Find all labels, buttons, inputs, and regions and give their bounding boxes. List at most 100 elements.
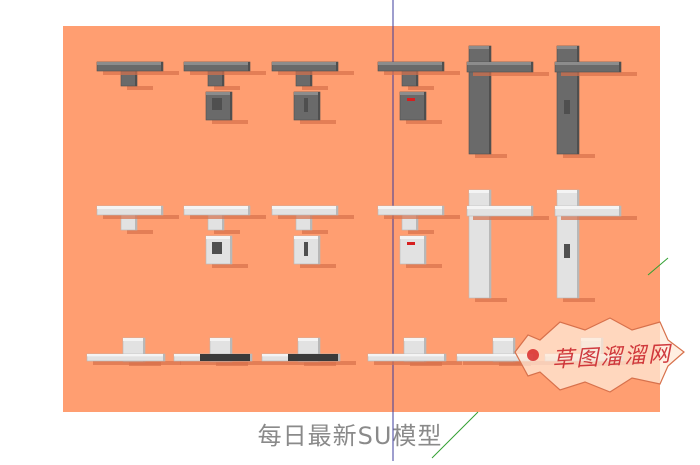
silver-handles-1-lever-shadow [103, 215, 179, 219]
stamp-badge-icon [514, 317, 685, 393]
silver-handles-6-keyhole [564, 244, 570, 258]
dark-handles-4-lever-edge [442, 62, 444, 71]
green-axis [431, 411, 479, 459]
hardware-models [86, 45, 639, 366]
flat-pulls-5-handle-top [457, 354, 535, 357]
silver-handles-2-lever-top [184, 206, 250, 209]
flat-pulls-3-grip [288, 354, 338, 361]
silver-handles-3-plate-shadow [300, 264, 336, 268]
silver-handles-4-lever-shadow [384, 215, 460, 219]
dark-handles-2-plate-shadow [212, 120, 248, 124]
silver-handles-6-lever-top [555, 206, 621, 209]
flat-pulls-4-rose-top [404, 338, 426, 341]
dark-handles-3-lever-top [272, 62, 338, 65]
watermark-badge [514, 317, 685, 393]
dark-handles-5-backplate-top [469, 46, 491, 49]
dark-handles-2-lever-top [184, 62, 250, 65]
dark-handles-4-plate-edge [424, 92, 426, 120]
dark-handles-4-plate-top [400, 92, 426, 95]
caption-text: 每日最新SU模型 [257, 422, 443, 450]
silver-handles-4-indicator [407, 242, 415, 245]
dark-handles-6-lever-edge [619, 62, 621, 72]
dark-handles-2-lever-shadow [190, 71, 266, 75]
silver-handles-2-plate-top [206, 236, 232, 239]
dark-handles-4-indicator [407, 98, 415, 101]
silver-handles-4-plate-shadow [406, 264, 442, 268]
dark-handles-4-rose-shadow [408, 86, 434, 90]
flat-pulls-1-handle-edge [163, 354, 165, 361]
flat-pulls-4-rose-edge [424, 338, 426, 362]
flat-pulls-3-handle-shadow [268, 361, 356, 365]
dark-handles-4-plate-shadow [406, 120, 442, 124]
dark-handles-2-key-cylinder [212, 98, 222, 110]
silver-handles-3-lever-top [272, 206, 338, 209]
flat-pulls-5-handle-shadow [463, 361, 551, 365]
dark-handles-3-lever-shadow [278, 71, 354, 75]
flat-pulls-2-rose-edge [230, 338, 232, 362]
dark-handles-5-backplate-shadow [475, 154, 507, 158]
flat-pulls-3-handle-edge [338, 354, 340, 361]
green-axis-upper [647, 257, 669, 276]
silver-handles-3-slot [304, 242, 308, 256]
silver-handles-1-rose-shadow [127, 230, 153, 234]
silver-handles-4-lever-edge [442, 206, 444, 215]
flat-pulls-3-rose-top [298, 338, 320, 341]
dark-handles-6-backplate-shadow [563, 154, 595, 158]
silver-handles-2-plate-edge [230, 236, 232, 264]
dark-handles-5-lever-edge [531, 62, 533, 72]
flat-pulls-4-handle-shadow [374, 361, 462, 365]
silver-handles-5-lever-shadow [473, 216, 549, 220]
silver-handles-3-plate-edge [318, 236, 320, 264]
flat-pulls-2-handle-shadow [180, 361, 268, 365]
dark-handles-2-lever-edge [248, 62, 250, 71]
silver-handles-1-lever-top [97, 206, 163, 209]
dark-handles-4-plate [399, 91, 427, 121]
stamp-logo-icon [527, 349, 539, 361]
silver-handles-5-backplate-edge [489, 190, 491, 298]
dark-handles-2-plate-top [206, 92, 232, 95]
silver-handles-2-lever-edge [248, 206, 250, 215]
silver-handles-5-backplate-top [469, 190, 491, 193]
flat-pulls-1-handle-shadow [93, 361, 181, 365]
dark-handles-6-keyhole [564, 100, 570, 114]
silver-handles-6-backplate-shadow [563, 298, 595, 302]
dark-handles-4-lever-shadow [384, 71, 460, 75]
dark-handles-3-slot [304, 98, 308, 112]
silver-handles-1-lever-edge [161, 206, 163, 215]
dark-handles-5-lever-shadow [473, 72, 549, 76]
silver-handles-4-plate-edge [424, 236, 426, 264]
flat-pulls-1-handle-top [87, 354, 165, 357]
silver-handles-4-plate [399, 235, 427, 265]
dark-handles-3-rose-shadow [302, 86, 328, 90]
dark-handles-3-plate-top [294, 92, 320, 95]
flat-pulls-4-handle-edge [444, 354, 446, 361]
dark-handles-6-backplate-edge [577, 46, 579, 154]
silver-handles-5-backplate-shadow [475, 298, 507, 302]
dark-handles-6-backplate-top [557, 46, 579, 49]
flat-pulls-2-rose-top [210, 338, 232, 341]
silver-handles-3-lever-edge [336, 206, 338, 215]
silver-handles-4-lever-top [378, 206, 444, 209]
silver-handles-6-backplate-top [557, 190, 579, 193]
dark-handles-1-lever-top [97, 62, 163, 65]
silver-handles-5-lever-edge [531, 206, 533, 216]
flat-pulls-5-rose-edge [513, 338, 515, 362]
flat-pulls-1-rose-top [123, 338, 145, 341]
silver-handles-6-lever-shadow [561, 216, 637, 220]
dark-handles-6-lever-top [555, 62, 621, 65]
silver-handles-6-backplate-edge [577, 190, 579, 298]
silver-handles-2-lever-shadow [190, 215, 266, 219]
dark-handles-1-lever-edge [161, 62, 163, 71]
silver-handles-2-key-cylinder [212, 242, 222, 254]
silver-handles-5-lever-top [467, 206, 533, 209]
dark-handles-3-lever-edge [336, 62, 338, 71]
dark-handles-3-plate-edge [318, 92, 320, 120]
silver-handles-3-rose-shadow [302, 230, 328, 234]
flat-pulls-5-rose-top [493, 338, 515, 341]
flat-pulls-2-handle-edge [250, 354, 252, 361]
silver-handles-6-lever-edge [619, 206, 621, 216]
silver-handles-4-plate-top [400, 236, 426, 239]
silver-handles-2-rose-shadow [214, 230, 240, 234]
dark-handles-1-rose-shadow [127, 86, 153, 90]
